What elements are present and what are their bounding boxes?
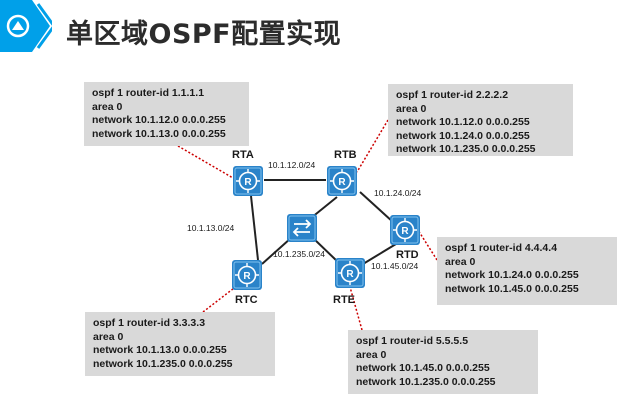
router-rtc-icon xyxy=(231,259,263,291)
router-rte-icon xyxy=(334,257,366,289)
network-label-bd: 10.1.24.0/24 xyxy=(374,188,422,198)
link-rtb-rtd xyxy=(359,191,394,223)
config-line: ospf 1 router-id 4.4.4.4 xyxy=(445,242,558,254)
config-box-rtb: ospf 1 router-id 2.2.2.2 area 0 network … xyxy=(388,84,573,156)
config-line: area 0 xyxy=(92,100,123,113)
callout-rte xyxy=(349,286,363,331)
config-line: ospf 1 router-id 2.2.2.2 xyxy=(396,89,509,101)
header-badge-icon xyxy=(0,0,52,52)
link-switch-rtc xyxy=(261,237,292,265)
config-line: area 0 xyxy=(93,330,124,343)
config-line: ospf 1 router-id 5.5.5.5 xyxy=(356,335,469,347)
callout-rtd xyxy=(417,229,438,261)
router-rtc-label: RTC xyxy=(235,294,258,306)
config-line: network 10.1.13.0 0.0.0.255 xyxy=(92,127,226,140)
callout-lines xyxy=(177,119,438,331)
config-line: network 10.1.24.0 0.0.0.255 xyxy=(445,269,579,281)
config-line: ospf 1 router-id 1.1.1.1 xyxy=(92,87,205,99)
network-label-ab: 10.1.12.0/24 xyxy=(268,160,316,170)
callout-rta xyxy=(177,145,234,179)
router-rtb-label: RTB xyxy=(334,149,357,161)
config-line: ospf 1 router-id 3.3.3.3 xyxy=(93,317,206,329)
callout-rtb xyxy=(356,119,389,173)
router-rtd-label: RTD xyxy=(396,249,419,261)
network-label-de: 10.1.45.0/24 xyxy=(371,261,419,271)
router-rtd-icon xyxy=(389,214,421,246)
link-rtd-rte xyxy=(362,243,397,265)
config-line: area 0 xyxy=(356,348,387,361)
page-title: 单区域OSPF配置实现 xyxy=(66,19,342,50)
config-line: network 10.1.45.0 0.0.0.255 xyxy=(445,282,579,295)
config-line: area 0 xyxy=(445,255,476,268)
network-label-ac: 10.1.13.0/24 xyxy=(187,223,235,233)
config-box-rtd: ospf 1 router-id 4.4.4.4 area 0 network … xyxy=(437,237,617,305)
config-line: network 10.1.235.0 0.0.0.255 xyxy=(396,143,536,155)
config-line: network 10.1.12.0 0.0.0.255 xyxy=(92,114,226,126)
router-rte-label: RTE xyxy=(333,294,355,306)
network-label-lan: 10.1.235.0/24 xyxy=(273,249,325,259)
config-box-rta: ospf 1 router-id 1.1.1.1 area 0 network … xyxy=(84,82,249,146)
config-line: network 10.1.24.0 0.0.0.255 xyxy=(396,129,530,142)
link-rta-rtc xyxy=(250,195,259,261)
config-line: network 10.1.12.0 0.0.0.255 xyxy=(396,116,530,128)
config-box-rtc: ospf 1 router-id 3.3.3.3 area 0 network … xyxy=(85,312,275,376)
router-rtb-icon xyxy=(326,165,358,197)
router-rta-label: RTA xyxy=(232,149,254,161)
config-line: network 10.1.235.0 0.0.0.255 xyxy=(356,375,496,388)
callout-rtc xyxy=(202,284,239,313)
link-switch-rte xyxy=(312,237,339,263)
switch-icon xyxy=(287,214,317,242)
config-line: network 10.1.45.0 0.0.0.255 xyxy=(356,362,490,374)
config-box-rte: ospf 1 router-id 5.5.5.5 area 0 network … xyxy=(348,330,538,394)
config-line: network 10.1.13.0 0.0.0.255 xyxy=(93,344,227,356)
router-rta-icon xyxy=(232,165,264,197)
config-line: network 10.1.235.0 0.0.0.255 xyxy=(93,357,233,370)
config-line: area 0 xyxy=(396,102,427,115)
